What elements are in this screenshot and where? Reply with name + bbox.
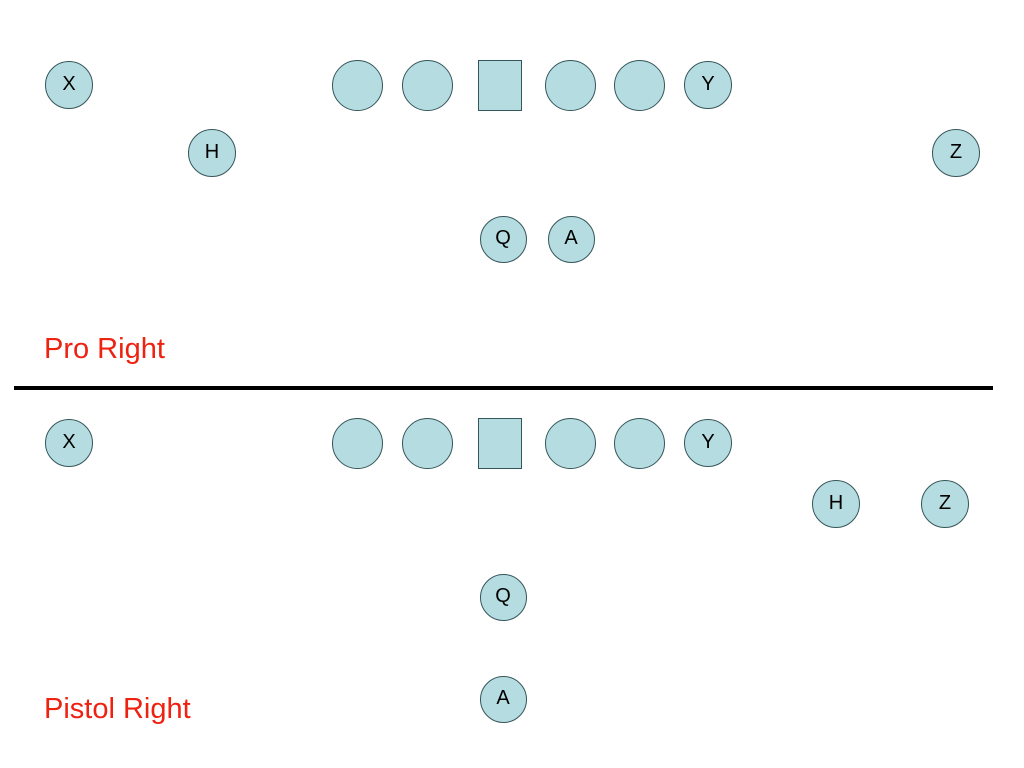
formation-pistol-right: X Y H Z Q A Pistol Right: [0, 392, 1024, 768]
player-left-tackle[interactable]: [331, 59, 383, 111]
player-h-back[interactable]: H: [812, 480, 860, 528]
player-h-back[interactable]: H: [188, 129, 236, 177]
player-glyph-z-receiver: Z: [938, 492, 952, 514]
player-glyph-z-receiver: Z: [949, 141, 963, 163]
player-left-tackle[interactable]: [331, 417, 383, 469]
player-a-running-back[interactable]: A: [479, 675, 527, 723]
player-left-guard[interactable]: [401, 417, 453, 469]
player-glyph-h-back: H: [828, 492, 844, 514]
player-y-tight-end[interactable]: Y: [684, 61, 732, 109]
player-glyph-a-running-back: A: [564, 227, 578, 249]
player-right-tackle[interactable]: [613, 59, 665, 111]
player-glyph-x-receiver: X: [62, 431, 76, 453]
player-glyph-q-quarterback: Q: [495, 585, 511, 607]
player-glyph-h-back: H: [204, 141, 220, 163]
player-q-quarterback[interactable]: Q: [479, 573, 527, 621]
player-y-tight-end[interactable]: Y: [684, 419, 732, 467]
player-right-tackle[interactable]: [613, 417, 665, 469]
player-right-guard[interactable]: [544, 59, 596, 111]
formation-pro-right: X Y H Z Q A Pro Right: [44, 59, 980, 365]
player-glyph-y-tight-end: Y: [701, 431, 715, 453]
player-glyph-x-receiver: X: [62, 73, 76, 95]
player-x-receiver[interactable]: X: [45, 61, 93, 109]
player-x-receiver[interactable]: X: [45, 419, 93, 467]
player-z-receiver[interactable]: Z: [921, 480, 969, 528]
player-glyph-y-tight-end: Y: [701, 73, 715, 95]
player-center[interactable]: [478, 417, 522, 469]
formation-label-pistol-right: Pistol Right: [44, 693, 191, 725]
player-center[interactable]: [478, 59, 522, 111]
section-divider: [14, 386, 993, 390]
player-right-guard[interactable]: [544, 417, 596, 469]
formation-label-pro-right: Pro Right: [44, 333, 165, 365]
player-glyph-q-quarterback: Q: [495, 227, 511, 249]
player-glyph-a-running-back: A: [496, 687, 510, 709]
player-a-running-back[interactable]: A: [547, 215, 595, 263]
player-z-receiver[interactable]: Z: [932, 129, 980, 177]
player-left-guard[interactable]: [401, 59, 453, 111]
player-q-quarterback[interactable]: Q: [479, 215, 527, 263]
